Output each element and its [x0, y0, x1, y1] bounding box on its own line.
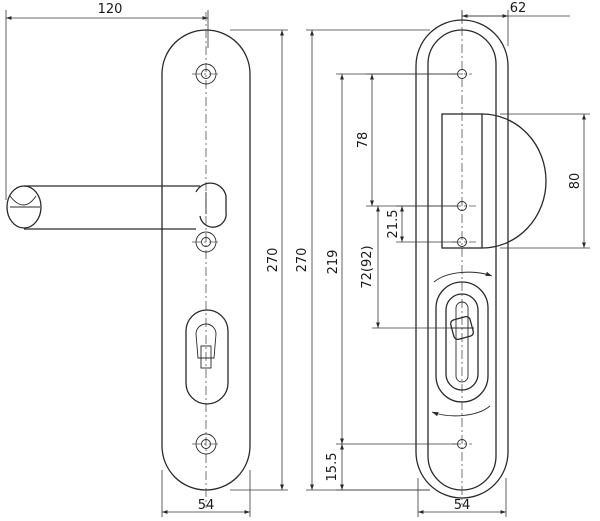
dim-backset: 72(92) — [360, 206, 458, 329]
dim-distance: 219 — [326, 73, 458, 445]
back-cylinder-escutcheon — [431, 271, 493, 417]
dim-rosette-height: 80 — [500, 113, 590, 249]
dim-rosette-height-label: 80 — [568, 173, 583, 190]
dim-lever-length-label: 120 — [98, 2, 123, 17]
dim-back-width-bottom-label: 54 — [454, 498, 471, 513]
dim-hole-to-rosette: 78 — [356, 73, 458, 207]
dim-hole-to-rosette-label: 78 — [356, 132, 371, 149]
dim-hole-spacing: 21.5 — [386, 205, 458, 243]
dim-bottom-offset-label: 15.5 — [325, 453, 340, 482]
dim-back-width-bottom: 54 — [417, 478, 507, 517]
dim-front-height-inner-label: 270 — [266, 248, 281, 273]
front-middle-screw — [192, 231, 220, 253]
dim-lever-length: 120 — [5, 2, 209, 200]
front-bottom-screw — [192, 433, 220, 455]
front-cylinder-escutcheon — [185, 309, 229, 405]
dim-back-width-top: 62 — [461, 1, 570, 46]
dim-front-width: 54 — [161, 470, 251, 517]
dim-distance-label: 219 — [326, 250, 341, 275]
rosette — [441, 113, 547, 249]
dim-front-height-outer-label: 270 — [295, 248, 310, 273]
spindle-holes — [452, 201, 476, 247]
dim-back-width-top-label: 62 — [510, 1, 527, 16]
lever-rose — [195, 182, 227, 228]
lever — [6, 185, 200, 230]
dim-front-width-label: 54 — [198, 498, 215, 513]
dim-hole-spacing-label: 21.5 — [386, 210, 401, 239]
back-view: 270 — [295, 1, 590, 517]
dim-front-height-inner: 270 — [230, 29, 288, 491]
front-view: 120 54 270 — [5, 2, 288, 517]
dim-bottom-offset: 15.5 — [325, 444, 430, 491]
front-top-screw — [192, 63, 220, 85]
dim-backset-label: 72(92) — [360, 245, 375, 288]
